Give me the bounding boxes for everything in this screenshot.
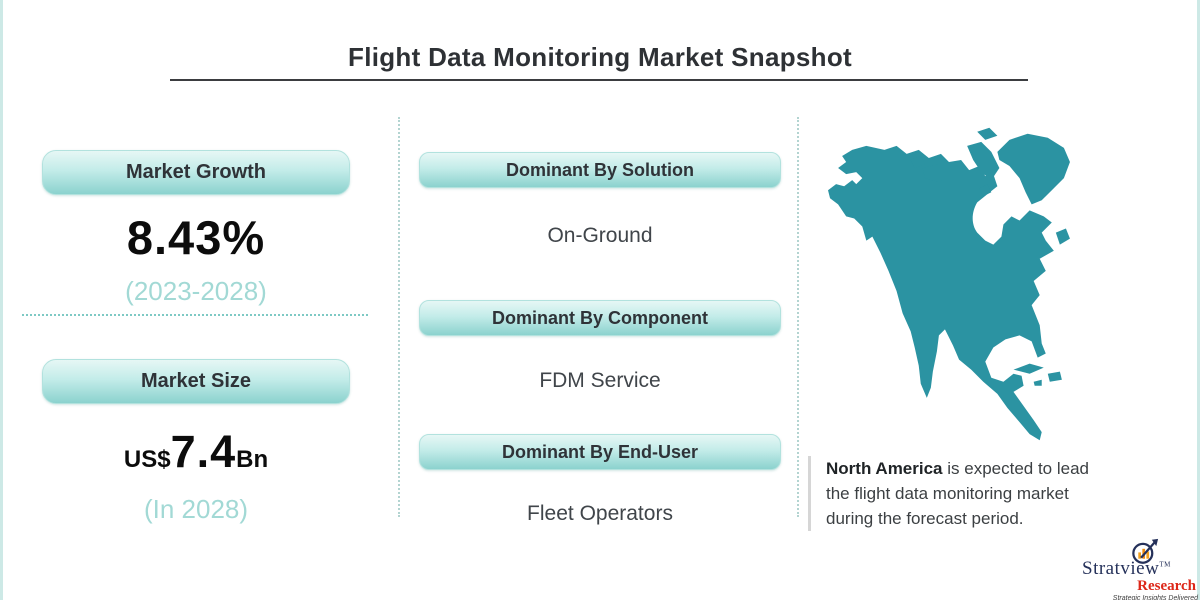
north-america-map-svg [828,127,1070,441]
dominant-solution-badge: Dominant By Solution [419,152,781,188]
logo-brand-text: StratviewTM [1082,558,1171,580]
market-growth-value: 8.43% [126,211,266,264]
map-cuba [1013,363,1044,374]
logo-bar-1 [1138,552,1141,559]
market-size-badge: Market Size [42,359,350,404]
dominant-solution-value: On-Ground [547,224,653,247]
market-size-value: US$ 7.4 Bn [42,426,350,478]
dominant-component-value: FDM Service [539,369,661,392]
market-growth-badge-label: Market Growth [125,161,267,183]
dominant-component-badge-label: Dominant By Component [492,307,708,328]
market-growth-badge: Market Growth [42,150,350,195]
region-description: North America is expected to lead the fl… [808,456,1116,531]
dominant-solution-badge-label: Dominant By Solution [506,159,694,180]
map-ellesmere-island [977,127,998,140]
logo-tm-mark: TM [1159,560,1171,569]
logo-arrow-shaft [1140,541,1156,559]
logo-subbrand-text: Research [1137,578,1196,594]
market-size-badge-label: Market Size [140,370,252,392]
map-southampton-island [979,184,992,197]
market-size-period: (In 2028) [143,494,249,524]
page-title: Flight Data Monitoring Market Snapshot [348,42,852,72]
region-name: North America [826,459,943,478]
left-edge-accent [0,0,3,600]
left-column-dotted-separator [22,314,368,316]
map-banks-island [910,155,925,169]
logo-arrow-head [1151,538,1159,547]
dominant-component-badge: Dominant By Component [419,300,781,336]
logo-bar-3 [1146,551,1150,559]
map-greenland [997,133,1070,205]
dominant-enduser-value: Fleet Operators [527,502,673,525]
logo-brand-name: Stratview [1082,558,1160,579]
title-underline [170,79,1028,81]
market-growth-period: (2023-2028) [125,276,267,306]
map-mainland [828,145,1054,441]
map-newfoundland [1055,228,1070,245]
map-shapes [828,127,1070,441]
logo-tagline: Strategic Insights Delivered [1112,595,1198,600]
map-jamaica [1033,379,1042,386]
market-size-currency: US$ [123,446,171,473]
dominant-enduser-badge-label: Dominant By End-User [501,441,699,462]
region-description-text: is expected to lead the flight data moni… [826,459,1089,528]
map-victoria-island [922,164,949,183]
dotted-divider-left [398,117,400,517]
market-size-unit: Bn [236,446,269,473]
dotted-divider-right [797,117,799,517]
stratview-logo-icon [1132,538,1159,564]
stratview-logo: StratviewTM Research Strategic Insights … [1082,538,1200,600]
dominant-enduser-badge: Dominant By End-User [419,434,781,470]
map-baffin-island [967,141,1000,181]
market-size-number: 7.4 [170,426,237,477]
north-america-map-icon [826,126,1076,448]
map-hispaniola [1047,371,1062,382]
right-edge-accent [1197,0,1200,600]
